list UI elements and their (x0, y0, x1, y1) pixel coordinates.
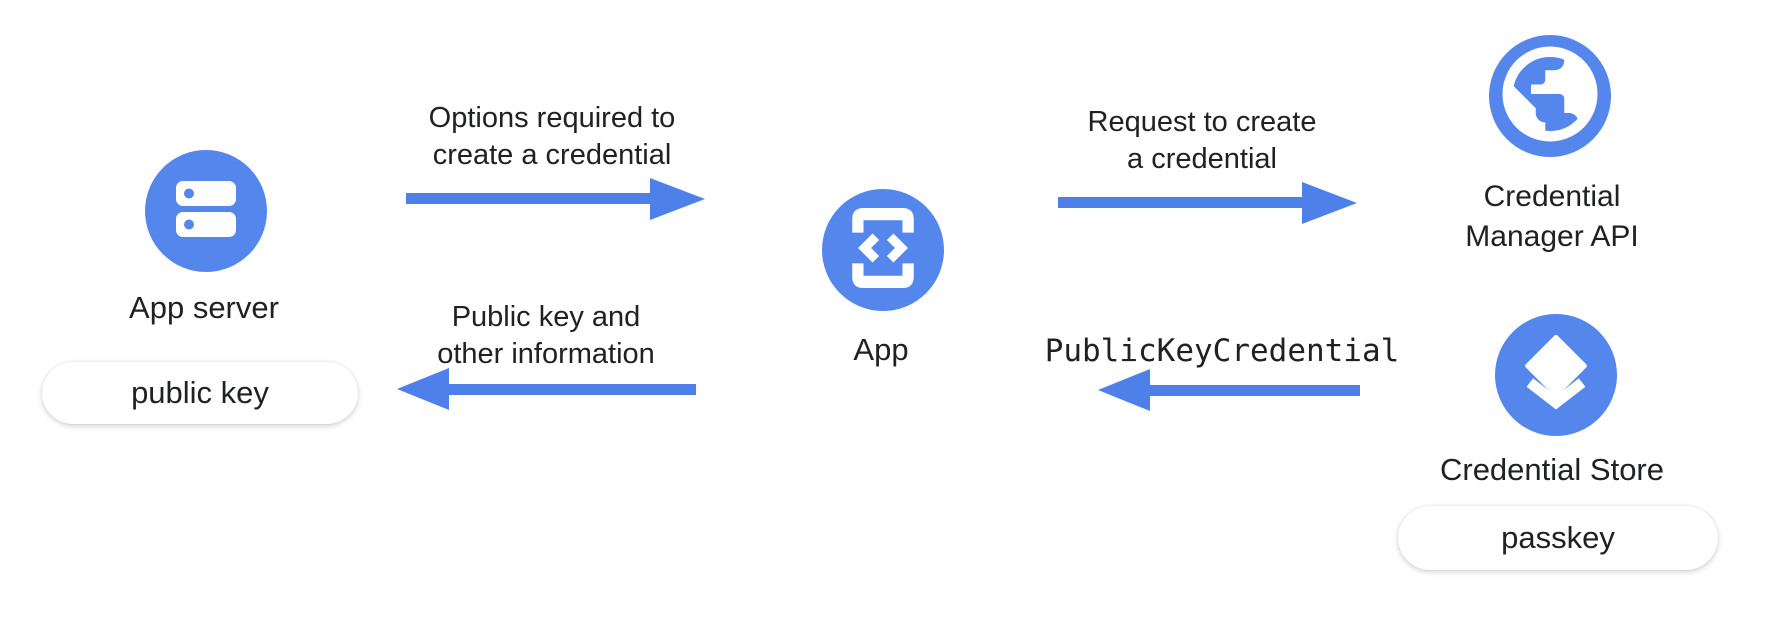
globe-icon (1493, 37, 1607, 156)
app-server-node (145, 150, 267, 272)
arrow-options-shaft (406, 193, 652, 204)
layers-icon (1518, 334, 1594, 416)
flow-publickey-info-text: Public key and other information (437, 301, 655, 370)
arrow-request-shaft (1058, 197, 1304, 208)
arrow-right-icon (650, 178, 705, 220)
arrow-publickey-info-shaft (447, 384, 696, 395)
public-key-badge-label: public key (131, 375, 269, 410)
phone-dev-icon (852, 207, 914, 293)
app-server-label: App server (129, 290, 279, 325)
app-label: App (853, 332, 909, 367)
credential-store-label: Credential Store (1439, 452, 1664, 487)
passkey-badge-label: passkey (1501, 520, 1615, 555)
app-node (822, 189, 944, 311)
arrow-left-icon (397, 368, 449, 410)
credential-manager-api-node (1489, 35, 1611, 157)
flow-options-text: Options required to create a credential (428, 102, 676, 171)
credential-manager-api-label: Credential Manager API (1465, 180, 1639, 253)
public-key-badge: public key (42, 362, 358, 424)
server-stack-icon (176, 180, 236, 242)
arrow-left-icon (1098, 369, 1150, 411)
arrow-right-icon (1302, 182, 1357, 224)
flow-request-text: Request to create a credential (1087, 106, 1317, 175)
flow-publickeycredential-text: PublicKeyCredential (1044, 333, 1400, 369)
credential-store-node (1495, 314, 1617, 436)
arrow-publickeycredential-shaft (1148, 385, 1360, 396)
passkey-badge: passkey (1398, 506, 1718, 570)
